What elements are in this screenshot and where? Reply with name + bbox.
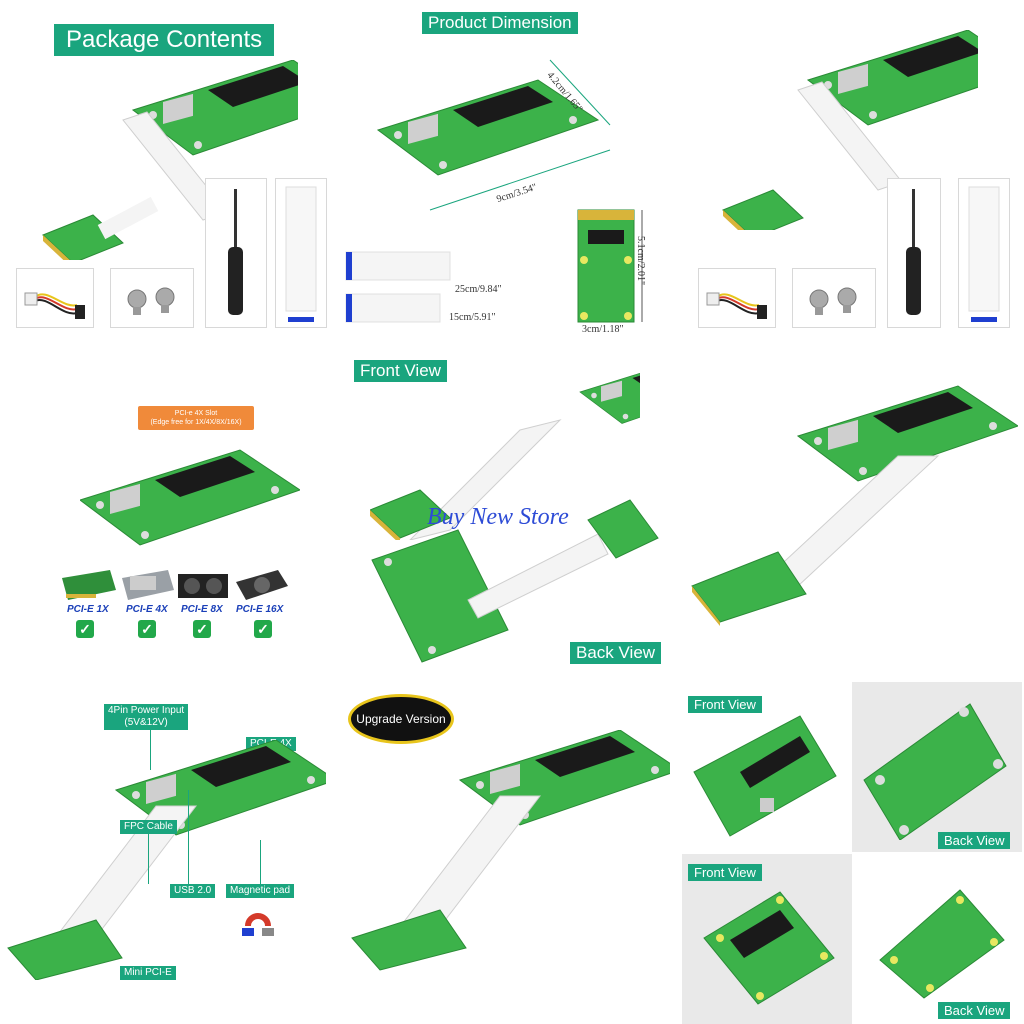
- front-view-label-bottom: Front View: [688, 864, 762, 881]
- cable-25cm-label: 25cm/9.84": [455, 284, 502, 295]
- mini-height-label: 5.1cm/2.01": [635, 236, 646, 286]
- check-icon-4x: ✓: [138, 620, 156, 638]
- feature-adapter-image: [7, 740, 326, 980]
- compat-label-16x: PCI-E 16X: [236, 604, 284, 615]
- magnetic-pad-leader: [260, 840, 261, 884]
- usb-callout: USB 2.0: [170, 884, 216, 898]
- upgrade-version-badge: Upgrade Version: [348, 694, 454, 744]
- front-view-label-top: Front View: [688, 696, 762, 713]
- fpc-cables-image: [345, 251, 451, 323]
- screws-thumb-2: [792, 268, 876, 328]
- fpc-cable-thumb-2: [958, 178, 1010, 328]
- screwdriver-icon-2: [906, 189, 921, 315]
- compat-label-4x: PCI-E 4X: [126, 604, 168, 615]
- mini-width-label: 3cm/1.18": [582, 324, 624, 335]
- check-icon-1x: ✓: [76, 620, 94, 638]
- screws-thumb: [110, 268, 194, 328]
- mini-card-dimension-image: [577, 209, 643, 323]
- dimension-board-image: [377, 59, 611, 211]
- power-cable-icon-2: [706, 292, 767, 319]
- slot-callout: PCI-e 4X Slot (Edge free for 1X/4X/8X/16…: [138, 406, 254, 430]
- back-view-label-bottom: Back View: [938, 1002, 1011, 1019]
- screwdriver-thumb-2: [887, 178, 941, 328]
- watermark-text: Buy New Store: [427, 504, 569, 530]
- screwdriver-thumb: [205, 178, 267, 328]
- adapter-perspective-image: [691, 385, 1018, 626]
- package-contents-title: Package Contents: [54, 24, 275, 56]
- pcie-16x-card-icon: [236, 570, 288, 600]
- back-view-label: Back View: [570, 642, 662, 664]
- back-view-mini-image: [879, 889, 1005, 999]
- screws-icon: [127, 287, 175, 315]
- cable-15cm-label: 15cm/5.91": [449, 312, 496, 323]
- fpc-cable-callout: FPC Cable: [120, 820, 177, 834]
- magnetic-pad-callout: Magnetic pad: [226, 884, 295, 898]
- mini-pcie-callout: Mini PCI-E: [120, 966, 176, 980]
- back-view-label-top: Back View: [938, 832, 1011, 849]
- pcie-8x-card-icon: [178, 574, 228, 598]
- power-input-leader: [150, 730, 151, 770]
- fpc-cable-icon: [285, 186, 317, 322]
- magnet-icon: [242, 913, 274, 936]
- compat-label-1x: PCI-E 1X: [67, 604, 109, 615]
- fpc-cable-leader: [148, 834, 149, 884]
- pcie-4x-card-icon: [122, 570, 174, 600]
- adapter-with-cable-image: [42, 60, 298, 260]
- compat-label-8x: PCI-E 8X: [181, 604, 223, 615]
- front-view-image: [370, 356, 640, 540]
- back-view-board-image: [863, 703, 1007, 840]
- upgrade-adapter-image: [351, 730, 670, 971]
- front-view-mini-image: [703, 891, 835, 1005]
- screws-icon-2: [809, 287, 857, 315]
- pcie-1x-card-icon: [62, 570, 116, 600]
- adapter-slot-image: [80, 449, 300, 546]
- power-cable-thumb: [16, 268, 94, 328]
- screwdriver-icon: [228, 189, 243, 315]
- power-input-callout: 4Pin Power Input (5V&12V): [104, 704, 189, 730]
- fpc-cable-icon-3: [968, 186, 1000, 322]
- check-icon-8x: ✓: [193, 620, 211, 638]
- power-cable-icon: [24, 292, 85, 319]
- front-view-label: Front View: [354, 360, 447, 382]
- check-icon-16x: ✓: [254, 620, 272, 638]
- back-view-image: [371, 499, 659, 663]
- power-cable-thumb-2: [698, 268, 776, 328]
- fpc-cable-thumb: [275, 178, 327, 328]
- usb-leader: [188, 790, 189, 884]
- product-dimension-title: Product Dimension: [422, 12, 578, 34]
- front-view-board-image: [693, 715, 837, 837]
